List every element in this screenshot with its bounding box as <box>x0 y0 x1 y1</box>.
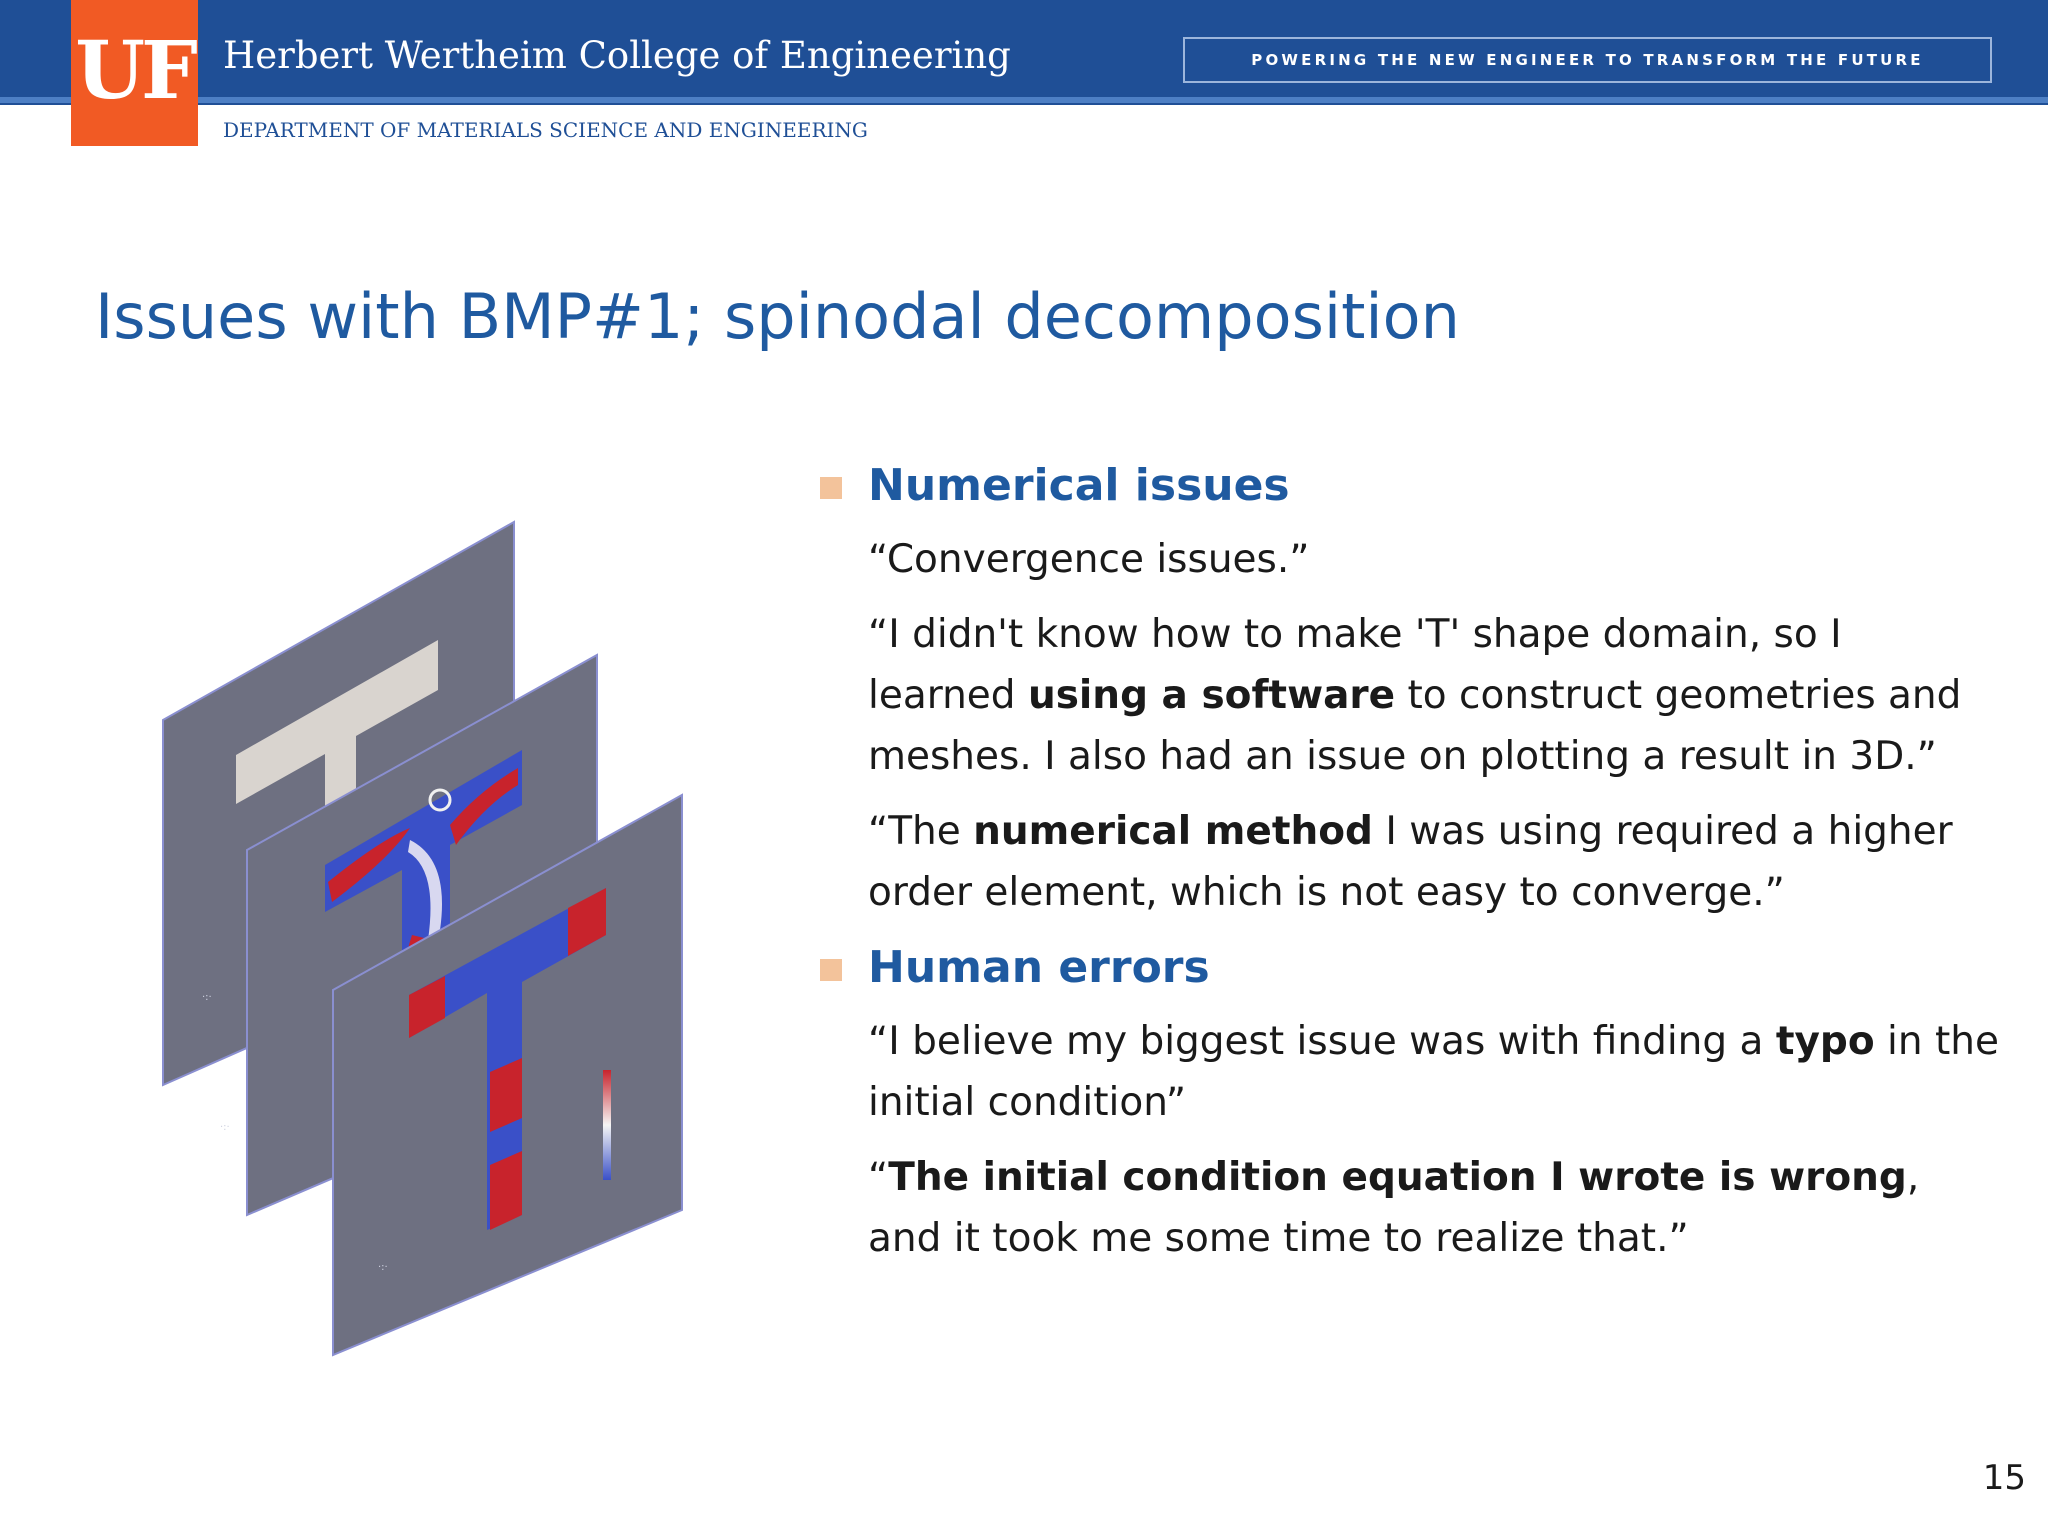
quote-text: “I didn't know how to make 'T' shape dom… <box>868 612 1842 718</box>
quote-t-shape-domain: “I didn't know how to make 'T' shape dom… <box>868 604 2000 787</box>
section-heading-human-errors: Human errors <box>820 937 2000 999</box>
quote-typo: “I believe my biggest issue was with fin… <box>868 1011 2000 1133</box>
section-heading-label: Numerical issues <box>868 460 1290 511</box>
quote-emphasis: The initial condition equation I wrote i… <box>888 1155 1907 1200</box>
quote-text: “I believe my biggest issue was with fin… <box>868 1019 1776 1064</box>
tagline-text: POWERING THE NEW ENGINEER TO TRANSFORM T… <box>1251 51 1924 69</box>
quote-text: to construct geometries and meshes. I al… <box>868 673 1962 779</box>
quote-text: , and it took me some time to realize th… <box>868 1155 1920 1261</box>
quote-emphasis: numerical method <box>973 809 1373 854</box>
section-heading-numerical: Numerical issues <box>820 455 2000 517</box>
quote-convergence: “Convergence issues.” <box>868 529 2000 590</box>
quote-emphasis: using a software <box>1027 673 1396 718</box>
quote-emphasis: typo <box>1775 1019 1875 1064</box>
section-heading-label: Human errors <box>868 942 1210 993</box>
svg-text:·:·: ·:· <box>202 992 212 1003</box>
department-name: DEPARTMENT OF MATERIALS SCIENCE AND ENGI… <box>223 118 868 142</box>
page-number: 15 <box>1982 1458 2026 1498</box>
uf-logo-text: UF <box>75 23 198 117</box>
svg-text:·:·: ·:· <box>220 1122 230 1133</box>
header-stripe <box>0 97 2048 103</box>
bullet-marker-icon <box>820 959 842 981</box>
bullet-marker-icon <box>820 477 842 499</box>
quote-numerical-method: “The numerical method I was using requir… <box>868 801 2000 923</box>
header-band <box>0 0 2048 105</box>
quote-text: “ <box>868 1155 889 1200</box>
quote-initial-condition: “The initial condition equation I wrote … <box>868 1147 2000 1269</box>
slide-title: Issues with BMP#1; spinodal decompositio… <box>95 280 1460 353</box>
quote-text: “The <box>868 809 974 854</box>
uf-logo: UF <box>71 0 198 146</box>
panel-striped-domain: ·:· ·:· <box>220 793 683 1357</box>
quote-text: in the initial condition” <box>868 1019 1999 1125</box>
quote-text: “Convergence issues.” <box>868 537 1310 582</box>
simulation-figure: ·:· ·:· ·:· <box>162 520 683 1357</box>
bullet-content: Numerical issues “Convergence issues.” “… <box>820 455 2000 1283</box>
quote-text: I was using required a higher order elem… <box>868 809 1953 915</box>
svg-text:·:·: ·:· <box>378 1262 388 1273</box>
college-name: Herbert Wertheim College of Engineering <box>223 34 1011 77</box>
tagline-box: POWERING THE NEW ENGINEER TO TRANSFORM T… <box>1183 37 1992 83</box>
